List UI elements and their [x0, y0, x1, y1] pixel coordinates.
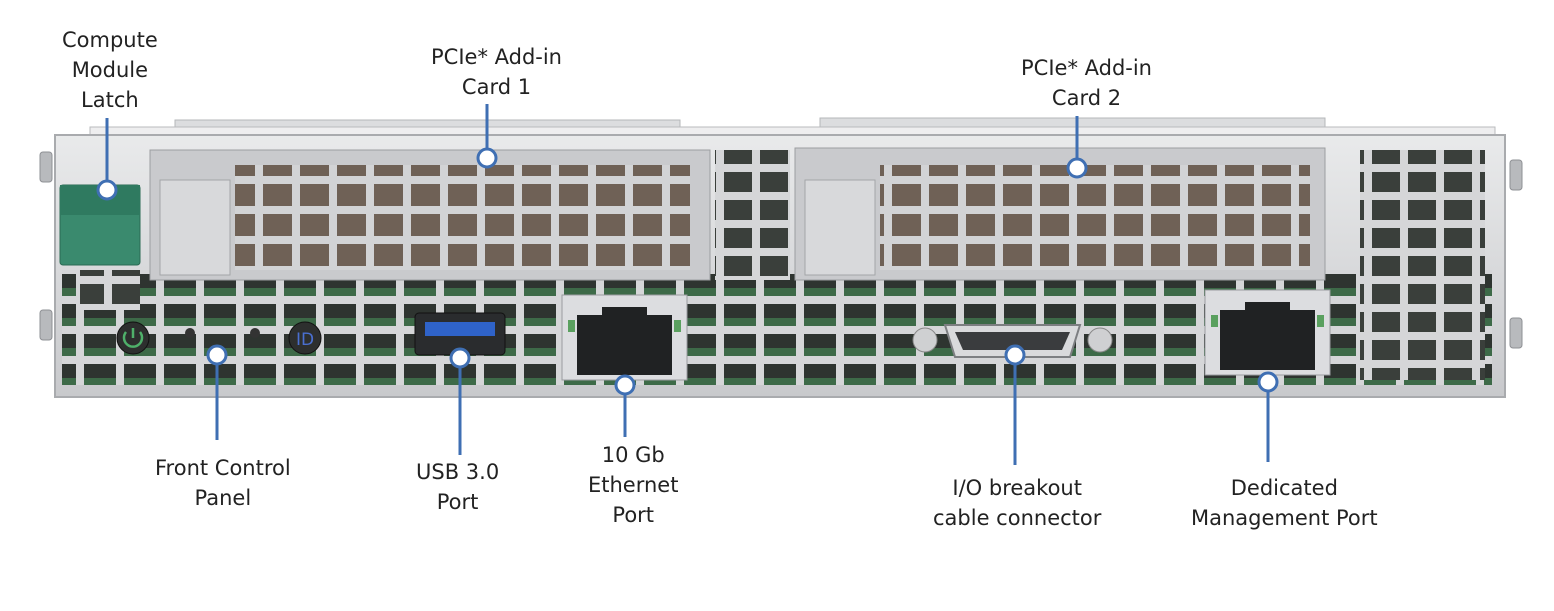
- front-control-panel: ID: [116, 321, 322, 355]
- callout-label-line: Latch: [81, 88, 139, 112]
- callout-label-line: 10 Gb: [601, 443, 665, 467]
- management-port-icon: [1204, 289, 1331, 376]
- callout-label-line: Card 1: [461, 75, 532, 99]
- side-screw: [1509, 159, 1523, 191]
- callout-label-line: I/O breakout: [952, 476, 1082, 500]
- right-grille: [1360, 150, 1485, 380]
- callout-label-line: Port: [436, 490, 479, 514]
- port-led: [674, 320, 681, 332]
- module-body: ID: [39, 117, 1523, 398]
- callout-label-line: PCIe* Add-in: [431, 45, 562, 69]
- id-button-label: ID: [296, 330, 314, 350]
- status-led: [250, 328, 260, 338]
- side-screw: [39, 309, 53, 341]
- id-button-icon: [288, 321, 322, 355]
- callout-label-line: Card 2: [1051, 86, 1122, 110]
- callout-label-line: Compute: [62, 28, 158, 52]
- callout-label-line: USB 3.0: [416, 460, 500, 484]
- callout-dot-latch: [96, 179, 118, 201]
- status-led: [185, 328, 195, 338]
- dsub-connector-icon: [912, 324, 1113, 358]
- callout-dot-io: [1004, 344, 1026, 366]
- port-opening: [1220, 310, 1315, 370]
- side-screw: [1509, 317, 1523, 349]
- callout-dot-usb: [449, 347, 471, 369]
- callout-label-line: Module: [71, 58, 149, 82]
- callout-label-line: Dedicated: [1230, 476, 1338, 500]
- pcie-card-1-bracket: [159, 179, 231, 276]
- port-led: [568, 320, 575, 332]
- callout-label-line: PCIe* Add-in: [1021, 56, 1152, 80]
- side-screw: [39, 151, 53, 183]
- callout-label-line: Panel: [194, 486, 252, 510]
- port-led: [1317, 315, 1324, 327]
- dsub-screw: [912, 327, 938, 353]
- callout-label-line: Management Port: [1191, 506, 1378, 530]
- ethernet-port-icon: [561, 294, 688, 381]
- port-latch-slot: [602, 307, 647, 321]
- callout-lines: [96, 104, 1279, 465]
- callout-dot-fcp: [206, 344, 228, 366]
- port-latch-slot: [1245, 302, 1290, 316]
- port-opening: [577, 315, 672, 375]
- pcie-card-1-grille: [235, 165, 690, 270]
- callout-label-line: Front Control: [155, 456, 291, 480]
- port-led: [1211, 315, 1218, 327]
- callout-label-line: cable connector: [933, 506, 1102, 530]
- pcie-card-2-grille: [880, 165, 1310, 270]
- usb-port-tongue: [425, 322, 495, 336]
- dsub-screw: [1087, 327, 1113, 353]
- callout-dot-mgmt: [1257, 371, 1279, 393]
- callout-dot-pcie2: [1066, 157, 1088, 179]
- pcie-card-2-bracket: [804, 179, 876, 276]
- callout-dot-eth: [614, 374, 636, 396]
- callout-label-line: Ethernet: [588, 473, 679, 497]
- dsub-pins: [955, 332, 1070, 350]
- callout-label-io: I/O breakout cable connector: [933, 473, 1101, 533]
- left-grille: [80, 270, 140, 310]
- callout-label-line: Port: [612, 503, 655, 527]
- callout-dot-pcie1: [476, 147, 498, 169]
- middle-grille: [715, 150, 790, 280]
- power-symbol: [122, 328, 144, 348]
